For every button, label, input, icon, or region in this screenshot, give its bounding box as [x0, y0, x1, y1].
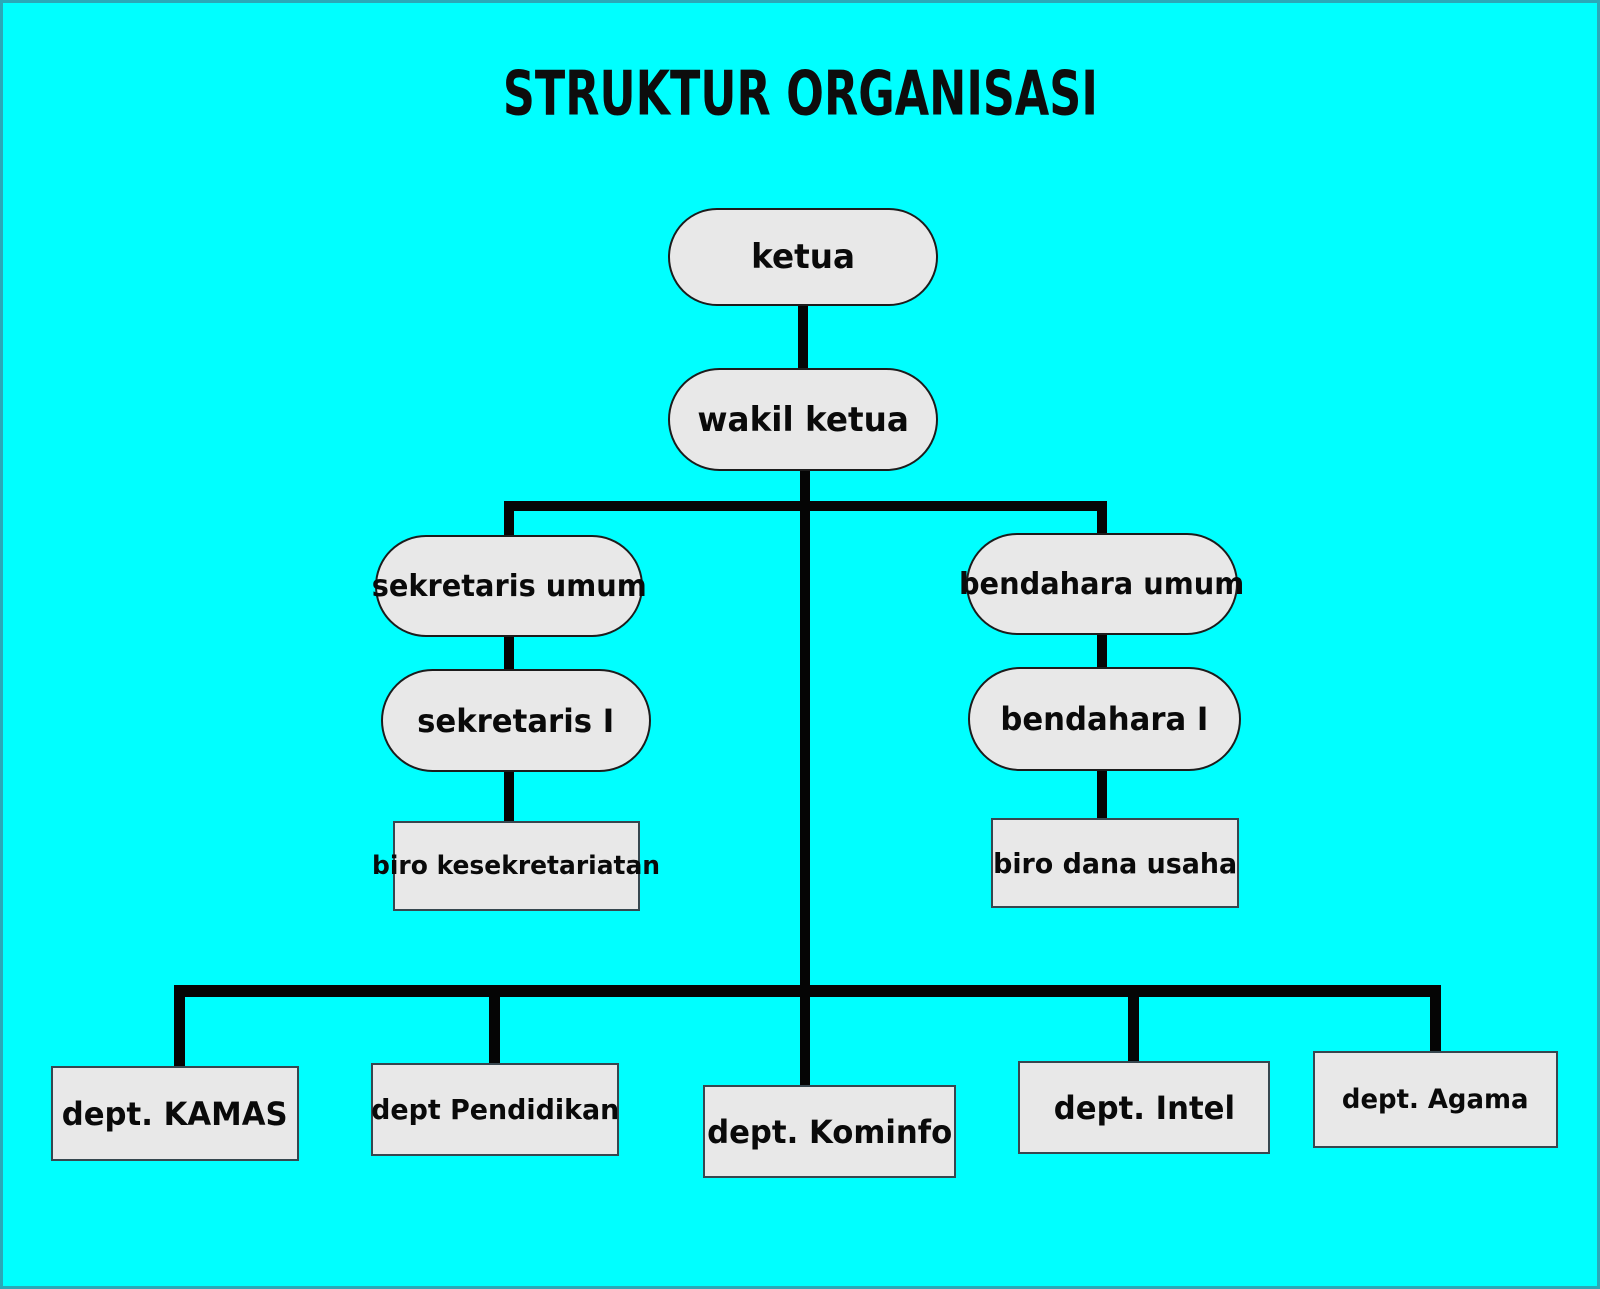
edge-department-bar [174, 985, 1441, 997]
node-dept-intel-label: dept. Intel [1053, 1088, 1235, 1127]
node-biro-kesekretariatan: biro kesekretariatan [372, 821, 661, 911]
node-biro-kesekretariatan-label: biro kesekretariatan [372, 851, 661, 881]
node-bendahara-1: bendahara I [968, 667, 1241, 771]
node-ketua-label: ketua [751, 237, 855, 277]
edge-sekumum-sek1 [504, 633, 514, 675]
edge-drop-intel [1128, 993, 1139, 1065]
node-wakil-ketua: wakil ketua [668, 368, 938, 471]
edge-central-trunk [800, 467, 810, 1089]
node-bendahara-1-label: bendahara I [1000, 700, 1209, 738]
edge-drop-agama [1430, 985, 1441, 1055]
node-dept-kominfo-label: dept. Kominfo [706, 1112, 953, 1151]
node-dept-agama: dept. Agama [1313, 1051, 1558, 1148]
node-ketua: ketua [668, 208, 938, 306]
edge-sek1-biro [504, 768, 514, 826]
node-dept-kominfo: dept. Kominfo [703, 1085, 956, 1178]
node-sekretaris-umum: sekretaris umum [371, 535, 647, 637]
page-title-text: STRUKTUR ORGANISASI [502, 58, 1098, 130]
node-sekretaris-umum-label: sekretaris umum [371, 568, 647, 604]
edge-bend1-birodana [1097, 766, 1107, 823]
node-bendahara-umum-label: bendahara umum [959, 566, 1245, 602]
node-bendahara-umum: bendahara umum [959, 533, 1245, 635]
node-dept-pendidikan: dept Pendidikan [371, 1063, 619, 1156]
node-sekretaris-1: sekretaris I [381, 669, 651, 772]
node-biro-dana-usaha: biro dana usaha [991, 818, 1239, 908]
edge-drop-sekretaris-umum [504, 501, 514, 541]
page-title: STRUKTUR ORGANISASI [3, 58, 1597, 130]
edge-drop-kamas [174, 985, 185, 1070]
edge-ketua-wakil [798, 301, 808, 373]
edge-branch-bar [504, 501, 1107, 511]
edge-drop-pendidikan [489, 993, 500, 1067]
node-wakil-ketua-label: wakil ketua [697, 399, 909, 440]
node-dept-kamas-label: dept. KAMAS [62, 1094, 288, 1133]
edge-drop-bendahara-umum [1097, 501, 1107, 541]
node-dept-intel: dept. Intel [1018, 1061, 1270, 1154]
node-dept-pendidikan-label: dept Pendidikan [370, 1093, 620, 1126]
node-dept-kamas: dept. KAMAS [51, 1066, 299, 1161]
node-sekretaris-1-label: sekretaris I [417, 701, 615, 740]
node-biro-dana-usaha-label: biro dana usaha [992, 846, 1238, 880]
edge-bendumum-bend1 [1097, 631, 1107, 673]
node-dept-agama-label: dept. Agama [1342, 1084, 1529, 1115]
